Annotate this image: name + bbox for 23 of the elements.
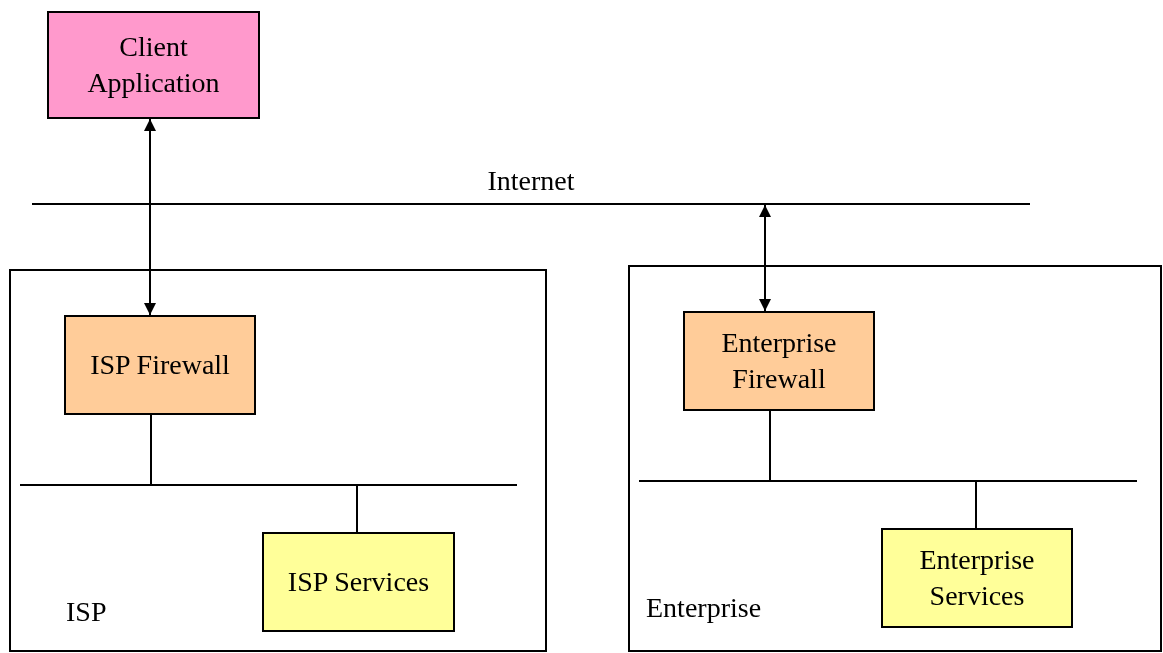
box-label: Enterprise Firewall (720, 325, 838, 396)
arrow (144, 118, 156, 316)
process-box (881, 528, 1073, 628)
process-box (262, 532, 455, 632)
arrow (759, 204, 771, 312)
network-label: Internet (487, 165, 575, 197)
group-box (628, 265, 1162, 652)
process-box (683, 311, 875, 411)
group-label: Enterprise (646, 592, 762, 624)
network-bus-line (639, 480, 1137, 482)
process-box (47, 11, 260, 119)
connector-line (769, 410, 771, 481)
process-box (64, 315, 256, 415)
box-label: ISP Firewall (89, 347, 231, 382)
group-box (9, 269, 547, 652)
connector-line (356, 485, 358, 533)
box-label: Client Application (86, 29, 221, 100)
group-label: ISP (66, 596, 107, 628)
box-label: Enterprise Services (918, 542, 1036, 613)
box-label: ISP Services (286, 564, 431, 599)
connector-line (975, 481, 977, 529)
connector-line (150, 414, 152, 485)
network-bus-line (20, 484, 517, 486)
